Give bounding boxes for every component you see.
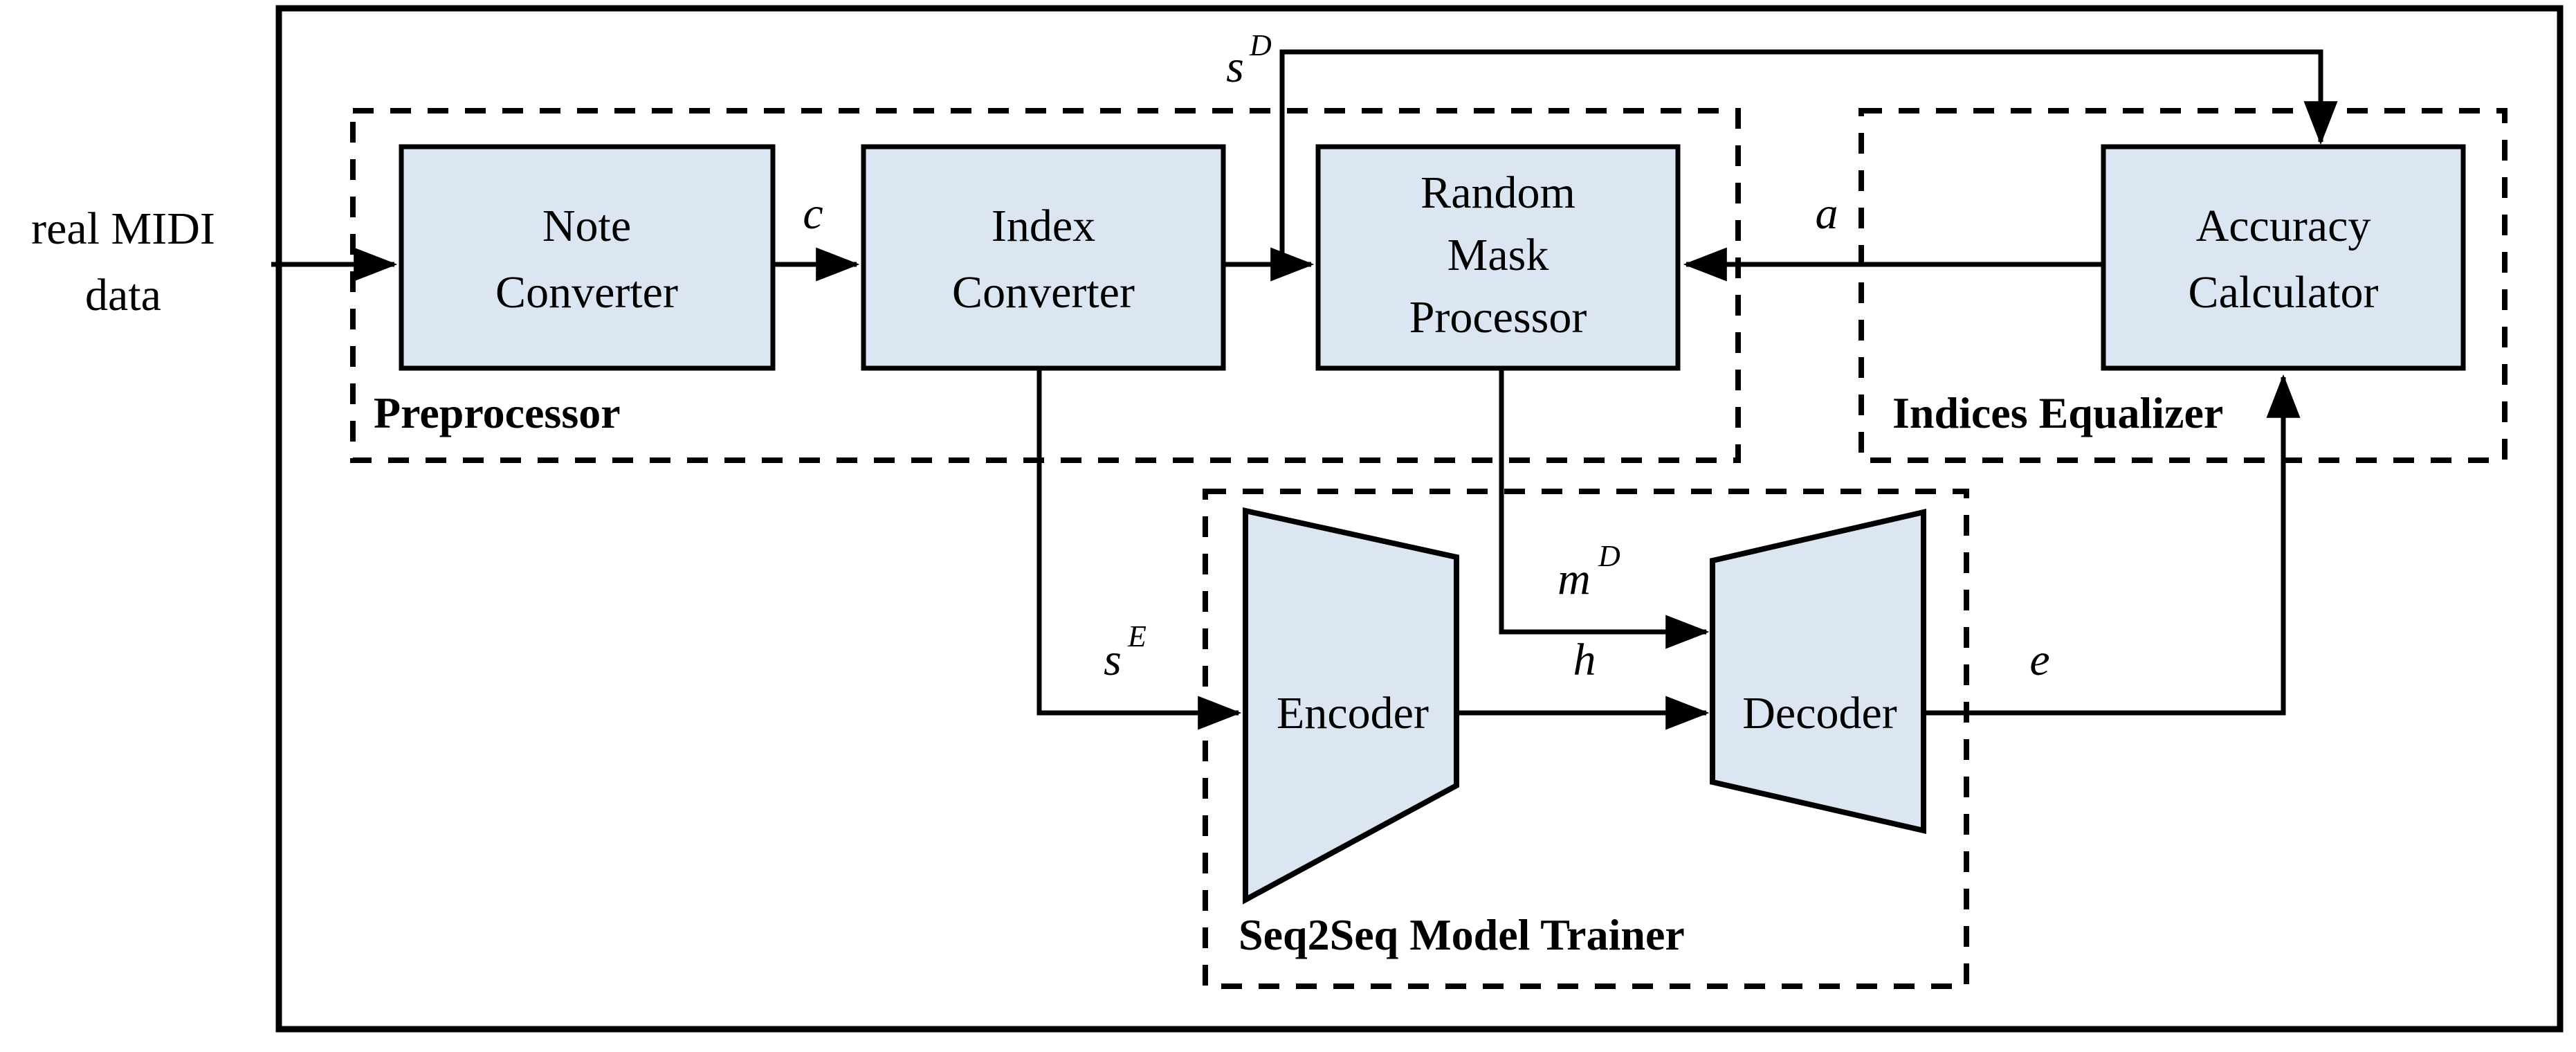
block-label-random-mask-processor-line3: Processor	[1409, 292, 1587, 343]
group-box-preprocessor	[350, 108, 1741, 463]
edge-label-e: e	[2029, 635, 2049, 685]
edge-label-h: h	[1573, 635, 1596, 685]
block-label-note-converter-line1: Note	[542, 201, 631, 251]
edge-sD-line	[1279, 49, 2338, 264]
block-label-accuracy-calculator-line1: Accuracy	[2196, 201, 2371, 251]
group-label-seq2seq-model-trainer: Seq2Seq Model Trainer	[1239, 910, 1685, 959]
block-label-accuracy-calculator-line2: Calculator	[2189, 267, 2379, 318]
block-random-mask-processor	[1315, 144, 1681, 371]
edge-label-sD-superscript: D	[1249, 28, 1272, 62]
shape-encoder	[1243, 507, 1459, 905]
outer-system-frame	[275, 5, 2564, 1033]
block-label-index-converter-line1: Index	[992, 201, 1095, 251]
edge-label-c: c	[803, 188, 823, 239]
edge-label-a: a	[1816, 188, 1838, 239]
block-accuracy-calculator	[2101, 144, 2466, 371]
block-label-random-mask-processor-line2: Mask	[1447, 230, 1549, 280]
group-label-indices-equalizer: Indices Equalizer	[1892, 388, 2223, 437]
edge-e-line	[1924, 374, 2301, 716]
edge-sE-line	[1036, 368, 1242, 730]
shape-label-encoder: Encoder	[1277, 688, 1429, 738]
group-box-seq2seq-model-trainer	[1203, 489, 1969, 989]
input-label-line2: data	[85, 270, 161, 320]
input-label-line1: real MIDI	[31, 203, 215, 254]
group-label-preprocessor: Preprocessor	[374, 388, 621, 437]
edge-label-sD-base: s	[1226, 42, 1244, 92]
block-label-note-converter-line2: Converter	[495, 267, 678, 318]
block-label-random-mask-processor-line1: Random	[1421, 167, 1575, 218]
group-box-indices-equalizer	[1858, 108, 2508, 463]
edge-mD-line	[1499, 368, 1710, 649]
shape-label-decoder: Decoder	[1742, 688, 1897, 738]
edge-label-mD-base: m	[1558, 554, 1591, 604]
block-index-converter	[861, 144, 1226, 371]
edge-label-sE-base: s	[1104, 635, 1122, 685]
edge-label-sE-superscript: E	[1127, 619, 1147, 653]
block-note-converter	[399, 144, 776, 371]
edge-label-mD-superscript: D	[1598, 539, 1620, 573]
shape-decoder	[1710, 508, 1926, 835]
block-label-index-converter-line2: Converter	[952, 267, 1135, 318]
